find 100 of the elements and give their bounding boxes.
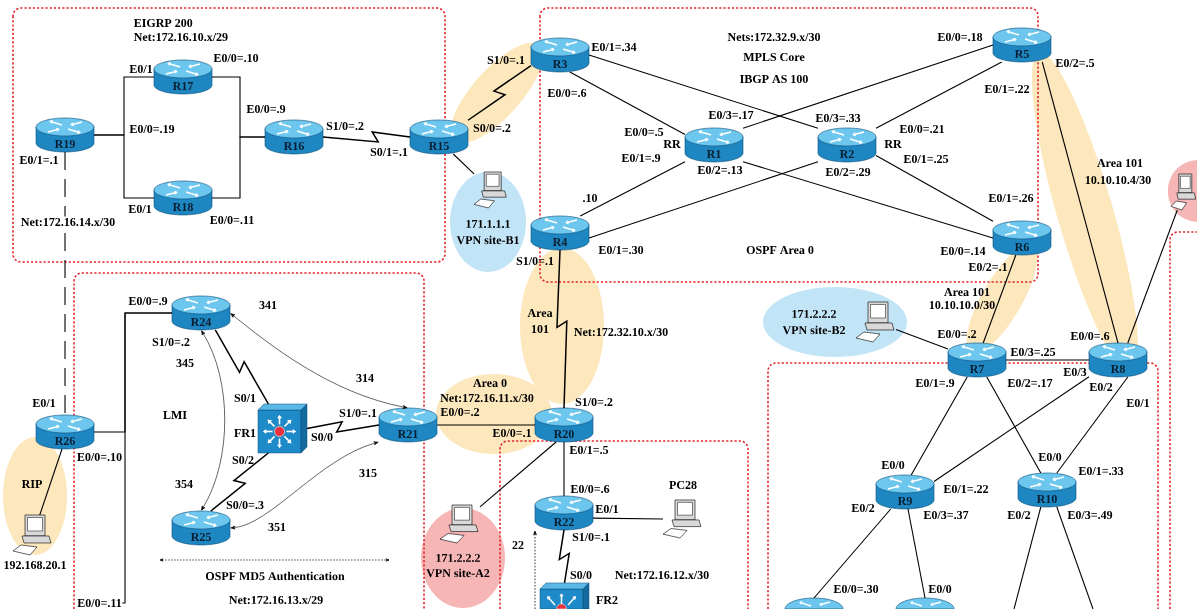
region-box — [1169, 231, 1197, 609]
interface-label: E0/0=.2 — [937, 329, 977, 339]
interface-label: E0/0=.11 — [77, 598, 122, 608]
router: R17 — [153, 59, 213, 95]
link-line — [907, 508, 926, 599]
region-box — [767, 362, 1159, 609]
network-label: Net:172.16.12.x/30 — [615, 570, 709, 580]
address-label: 192.168.20.1 — [4, 560, 66, 570]
link-line — [895, 328, 949, 350]
interface-label: E0/2=.17 — [1007, 378, 1053, 388]
computer-icon — [855, 301, 895, 343]
interface-label: E0/0=.10 — [213, 53, 259, 63]
interface-label: E0/0=.9 — [246, 104, 286, 114]
network-label: 10.10.10.0/30 — [929, 300, 995, 310]
router: R19 — [35, 117, 95, 153]
interface-label: S0/0=.2 — [473, 123, 511, 133]
link-line — [39, 448, 63, 516]
serial-link — [306, 420, 380, 434]
interface-label: E0/1=.1 — [19, 155, 58, 165]
interface-label: E0/1 — [129, 64, 153, 74]
dlci-number: 314 — [356, 373, 374, 382]
network-label: Net:172.16.13.x/29 — [229, 595, 323, 605]
router: R8 — [1088, 342, 1148, 378]
interface-label: S0/1=.1 — [370, 147, 408, 157]
device-label: FR1 — [234, 429, 256, 437]
router: R7 — [947, 342, 1007, 378]
area-label: Area 101 — [944, 287, 990, 297]
router: R18 — [153, 180, 213, 216]
dotted-arrow — [533, 530, 537, 609]
router: R22 — [534, 495, 594, 531]
curved-arrow — [230, 441, 379, 530]
dlci-number: 354 — [175, 479, 193, 488]
interface-label: E0/1 — [32, 398, 56, 408]
interface-label: E0/3=.25 — [1010, 347, 1056, 357]
area-label: Area 101 — [1097, 158, 1143, 168]
area-label: Area 101 — [527, 308, 553, 333]
dlci-number: 351 — [268, 522, 286, 531]
area-label: Area 0 — [473, 378, 507, 388]
interface-label: E0/0 — [1038, 452, 1062, 462]
interface-label: S1/0=.2 — [326, 121, 364, 131]
link-line — [436, 424, 536, 426]
interface-label: E0/0=.6 — [570, 484, 610, 494]
note-label: LMI — [163, 411, 187, 419]
interface-label: S0/0 — [311, 432, 333, 442]
device-label: FR2 — [596, 596, 618, 604]
interface-label: E0/1=.22 — [943, 484, 989, 494]
interface-label: E0/3=.49 — [1067, 510, 1113, 520]
router: R25 — [171, 510, 231, 546]
serial-link — [210, 452, 270, 512]
region-box — [499, 440, 749, 609]
interface-label: E0/0=.19 — [129, 124, 175, 134]
link-line — [1013, 506, 1042, 609]
link-line — [1041, 61, 1119, 344]
dlci-number: 341 — [259, 300, 277, 309]
interface-label: E0/1=.33 — [1078, 466, 1124, 476]
interface-label: S1/0=.2 — [152, 337, 190, 347]
link-line — [986, 376, 1042, 474]
interface-label: E0/0=.2 — [440, 407, 480, 417]
region-title: EIGRP 200 — [133, 18, 193, 28]
interface-label: E0/0=.30 — [833, 584, 879, 594]
router: R24 — [171, 295, 231, 331]
interface-label: E0/0=.11 — [209, 215, 254, 225]
interface-label: E0/2=.5 — [1055, 58, 1095, 68]
serial-link — [214, 329, 270, 405]
interface-label: E0/1 — [595, 504, 619, 514]
interface-label: E0/1=.5 — [569, 445, 609, 455]
link-line — [592, 517, 664, 520]
interface-label: E0/2 — [1007, 510, 1031, 520]
link-line — [910, 376, 968, 476]
interface-label: S1/0=.1 — [572, 532, 610, 542]
dlci-number: 315 — [359, 468, 377, 477]
interface-label: E0/0=.1 — [492, 428, 531, 438]
computer-icon — [439, 504, 479, 544]
router: R26 — [35, 414, 95, 450]
link-line — [1005, 359, 1090, 361]
router: R16 — [264, 119, 324, 155]
serial-link — [556, 249, 568, 409]
link-line — [93, 134, 155, 199]
link-line — [452, 153, 475, 175]
serial-link — [467, 64, 532, 121]
interface-label: E0/0=.6 — [1070, 331, 1110, 341]
router: R21 — [378, 407, 438, 443]
interface-label: E0/0 — [928, 584, 952, 594]
computer-icon — [1170, 173, 1196, 211]
interface-label: E0/0=.10 — [77, 452, 122, 462]
interface-label: E0/3=.37 — [923, 510, 969, 520]
link-line — [813, 508, 892, 599]
serial-link — [558, 529, 571, 584]
network-label: Net:172.16.10.x/29 — [133, 32, 228, 42]
interface-label: E0/1=.9 — [915, 378, 955, 388]
area-label: RIP — [21, 480, 42, 488]
interface-label: E0/2 — [1089, 382, 1113, 392]
interface-label: S0/0=.3 — [226, 500, 264, 510]
network-label: 10.10.10.4/30 — [1085, 175, 1151, 185]
interface-label: E0/1 — [1126, 398, 1150, 408]
link-line — [211, 136, 266, 199]
interface-label: E0/3 — [1063, 367, 1087, 377]
interface-label: S0/2 — [232, 455, 254, 465]
link-line — [479, 441, 557, 508]
interface-label: E0/0 — [881, 460, 905, 470]
